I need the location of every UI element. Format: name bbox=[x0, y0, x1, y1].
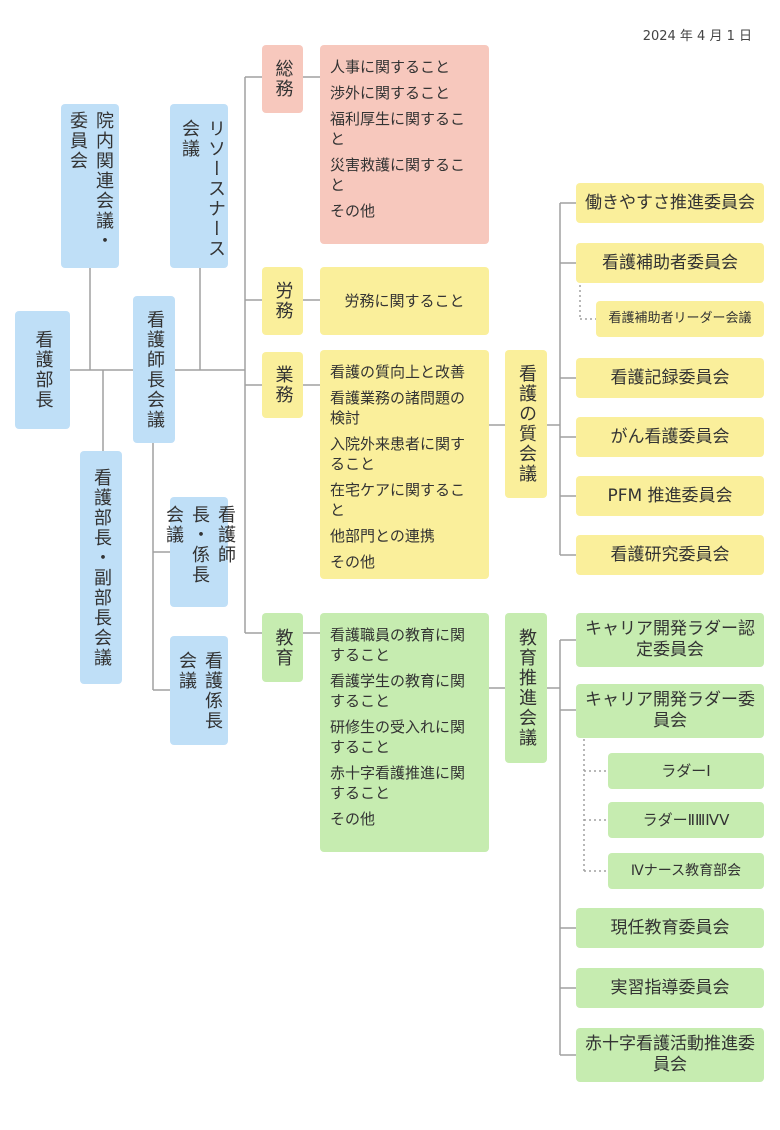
committee-label: がん看護委員会 bbox=[610, 427, 730, 447]
assistant-chief-box: 看護師長・係長会議 bbox=[163, 497, 236, 607]
ladder-nurse-education: Ⅳナース教育部会 bbox=[608, 853, 764, 889]
committee-label: 現任教育委員会 bbox=[610, 918, 730, 938]
list-item: 渉外に関すること bbox=[330, 84, 451, 102]
committee-cancer: がん看護委員会 bbox=[576, 417, 764, 457]
list-item: 労務に関すること bbox=[344, 292, 465, 310]
education-label-box: 教育 bbox=[262, 613, 303, 682]
list-item: 赤十字看護推進に関すること bbox=[330, 764, 466, 802]
list-item: 福利厚生に関すること bbox=[330, 110, 466, 148]
committee-label: PFM 推進委員会 bbox=[607, 486, 733, 506]
committee-ladder-cert: キャリア開発ラダー認定委員会 bbox=[576, 613, 764, 667]
committee-label: 赤十字看護活動推進委員会 bbox=[585, 1034, 755, 1075]
committee-label: キャリア開発ラダー認定委員会 bbox=[585, 619, 755, 660]
committee-label: 看護研究委員会 bbox=[610, 545, 730, 565]
labor-label: 労務 bbox=[272, 281, 294, 321]
list-item: 看護の質向上と改善 bbox=[330, 363, 466, 381]
deputy-meeting-label: 看護部長・副部長会議 bbox=[91, 467, 112, 668]
committee-label: キャリア開発ラダー委員会 bbox=[585, 690, 755, 731]
committee-label: ラダーⅡⅢⅣⅤ bbox=[642, 811, 730, 829]
labor-list: 労務に関すること bbox=[320, 267, 489, 335]
ladder-2-5: ラダーⅡⅢⅣⅤ bbox=[608, 802, 764, 838]
committee-red-cross: 赤十字看護活動推進委員会 bbox=[576, 1028, 764, 1082]
committee-practicum: 実習指導委員会 bbox=[576, 968, 764, 1008]
list-item: 看護業務の諸問題の検討 bbox=[330, 389, 466, 427]
business-list: 看護の質向上と改善 看護業務の諸問題の検討 入院外来患者に関すること 在宅ケアに… bbox=[320, 350, 489, 579]
assistant-chief-label: 看護師長・係長会議 bbox=[163, 504, 236, 585]
general-label-box: 総務 bbox=[262, 45, 303, 113]
deputy-meeting-box: 看護部長・副部長会議 bbox=[80, 451, 122, 684]
resource-nurse-label: リソースナース会議 bbox=[179, 118, 226, 259]
committee-label: 実習指導委員会 bbox=[610, 978, 730, 998]
committee-assistant: 看護補助者委員会 bbox=[576, 243, 764, 283]
labor-label-box: 労務 bbox=[262, 267, 303, 335]
subsection-chief-box: 看護係長会議 bbox=[170, 636, 228, 745]
list-item: 看護学生の教育に関すること bbox=[330, 672, 466, 710]
committee-records: 看護記録委員会 bbox=[576, 358, 764, 398]
general-label: 総務 bbox=[272, 59, 294, 99]
list-item: 研修生の受入れに関すること bbox=[330, 718, 466, 756]
ladder-1: ラダーⅠ bbox=[608, 753, 764, 789]
education-meeting-label: 教育推進会議 bbox=[516, 628, 537, 748]
date-label: 2024 年 4 月 1 日 bbox=[642, 29, 752, 44]
chief-meeting-box: 看護師長会議 bbox=[133, 296, 175, 443]
committee-inservice: 現任教育委員会 bbox=[576, 908, 764, 948]
committee-research: 看護研究委員会 bbox=[576, 535, 764, 575]
committee-label: 働きやすさ推進委員会 bbox=[585, 193, 755, 213]
committee-ladder: キャリア開発ラダー委員会 bbox=[576, 684, 764, 738]
inter-committee-label: 院内関連会議・委員会 bbox=[67, 111, 114, 251]
committee-label: 看護補助者委員会 bbox=[602, 253, 738, 273]
committee-label: ラダーⅠ bbox=[661, 762, 711, 780]
chief-meeting-label: 看護師長会議 bbox=[144, 309, 165, 430]
committee-pfm: PFM 推進委員会 bbox=[576, 476, 764, 516]
list-item: 人事に関すること bbox=[330, 58, 451, 76]
committee-label: Ⅳナース教育部会 bbox=[630, 863, 742, 879]
head-nurse-box: 看護部長 bbox=[15, 311, 70, 429]
committee-work-style: 働きやすさ推進委員会 bbox=[576, 183, 764, 223]
subsection-chief-label: 看護係長会議 bbox=[176, 650, 223, 731]
resource-nurse-box: リソースナース会議 bbox=[170, 104, 228, 268]
business-label-box: 業務 bbox=[262, 352, 303, 418]
committee-assistant-leader: 看護補助者リーダー会議 bbox=[596, 301, 764, 337]
committee-label: 看護記録委員会 bbox=[610, 368, 730, 388]
list-item: 在宅ケアに関すること bbox=[330, 481, 466, 519]
list-item: 看護職員の教育に関すること bbox=[330, 626, 466, 664]
quality-meeting-box: 看護の質会議 bbox=[505, 350, 547, 498]
education-label: 教育 bbox=[272, 627, 294, 668]
list-item: 入院外来患者に関すること bbox=[330, 435, 466, 473]
list-item: 他部門との連携 bbox=[330, 527, 435, 545]
education-list: 看護職員の教育に関すること 看護学生の教育に関すること 研修生の受入れに関するこ… bbox=[320, 613, 489, 852]
list-item: 災害救護に関すること bbox=[330, 156, 466, 194]
list-item: その他 bbox=[330, 553, 376, 571]
list-item: その他 bbox=[330, 810, 376, 828]
head-nurse-label: 看護部長 bbox=[32, 330, 54, 410]
list-item: その他 bbox=[330, 202, 376, 220]
general-list: 人事に関すること 渉外に関すること 福利厚生に関すること 災害救護に関すること … bbox=[320, 45, 489, 244]
education-meeting-box: 教育推進会議 bbox=[505, 613, 547, 763]
inter-committee-box: 院内関連会議・委員会 bbox=[61, 104, 119, 268]
quality-meeting-label: 看護の質会議 bbox=[516, 364, 537, 484]
business-label: 業務 bbox=[272, 365, 294, 405]
committee-label: 看護補助者リーダー会議 bbox=[608, 311, 752, 326]
